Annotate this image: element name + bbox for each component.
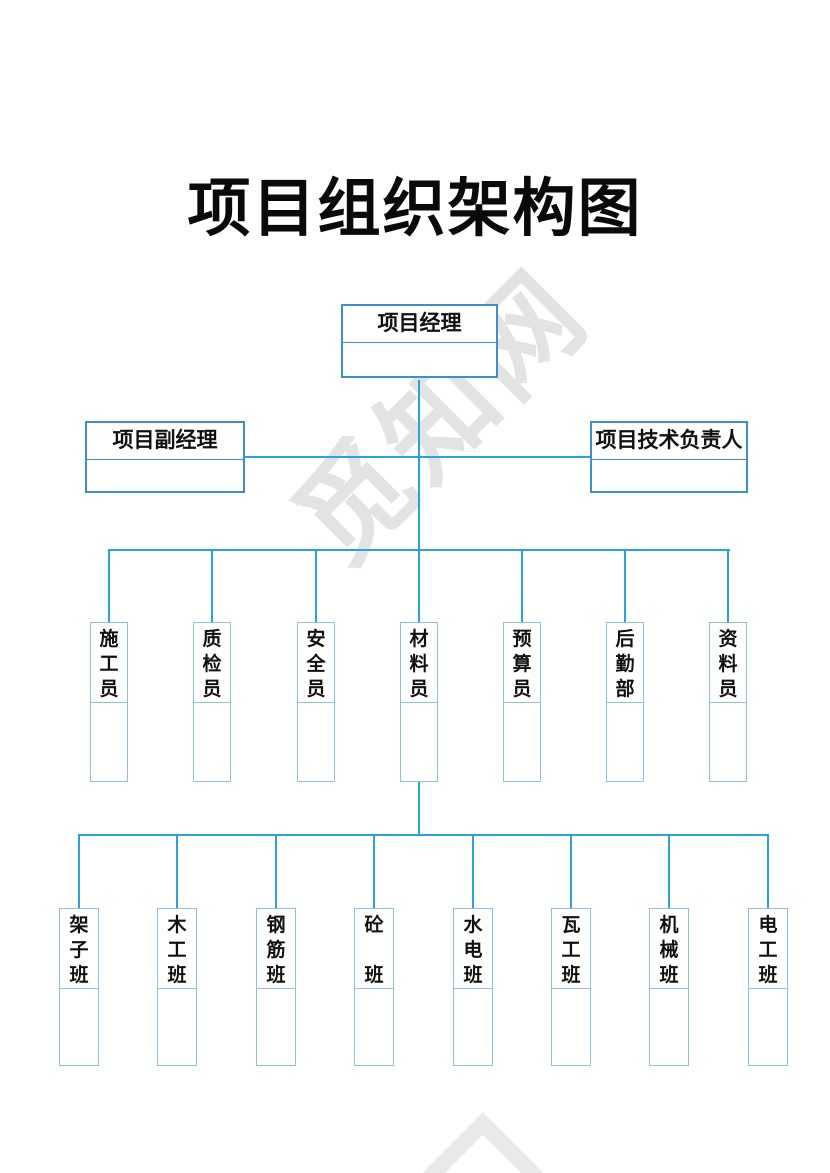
org-box-electrician-team: 电 工 班 [748,908,788,1066]
org-box-label: 木 工 班 [158,909,196,989]
org-box-empty-cell [749,989,787,1065]
org-box-empty-cell [710,703,746,781]
org-box-empty-cell [87,460,243,491]
connector-level4-horizontal [78,834,769,836]
org-box-masonry-team: 瓦 工 班 [551,908,591,1066]
org-box-label: 施 工 员 [91,623,127,703]
org-box-empty-cell [552,989,590,1065]
org-box-empty-cell [194,703,230,781]
connector-drop-level3-document-clerk [727,550,729,622]
connector-drop-level3-construction-worker [108,550,110,622]
connector-drop-level3-quality-inspector [211,550,213,622]
org-box-label: 后 勤 部 [607,623,643,703]
org-box-concrete-team: 砼 班 [354,908,394,1066]
org-box-label: 质 检 员 [194,623,230,703]
org-box-logistics-dept: 后 勤 部 [606,622,644,782]
org-box-label: 项目技术负责人 [592,423,746,460]
org-box-machinery-team: 机 械 班 [649,908,689,1066]
org-box-construction-worker: 施 工 员 [90,622,128,782]
org-box-budget-officer: 预 算 员 [503,622,541,782]
connector-drop-level4-plumbing-electric-team [472,835,474,908]
org-box-label: 项目副经理 [87,423,243,460]
org-box-carpentry-team: 木 工 班 [157,908,197,1066]
org-box-label: 钢 筋 班 [257,909,295,989]
org-box-empty-cell [454,989,492,1065]
connector-drop-level4-scaffold-team [78,835,80,908]
org-box-label: 机 械 班 [650,909,688,989]
connector-drop-level3-logistics-dept [624,550,626,622]
page-title: 项目组织架构图 [187,174,643,244]
connector-drop-level3-material-clerk [418,550,420,622]
watermark-text: 觅知网 [272,248,611,587]
org-box-empty-cell [650,989,688,1065]
org-box-empty-cell [298,703,334,781]
connector-material-vertical [418,782,420,836]
org-box-label: 水 电 班 [454,909,492,989]
org-box-label: 安 全 员 [298,623,334,703]
org-box-rebar-team: 钢 筋 班 [256,908,296,1066]
org-box-label: 架 子 班 [60,909,98,989]
org-box-empty-cell [355,989,393,1065]
org-box-label: 项目经理 [343,306,496,343]
connector-drop-level4-concrete-team [373,835,375,908]
org-box-project-manager: 项目经理 [341,304,498,378]
connector-drop-level3-budget-officer [521,550,523,622]
org-box-empty-cell [607,703,643,781]
org-box-empty-cell [91,703,127,781]
org-box-deputy-project-manager: 项目副经理 [85,421,245,493]
org-box-material-clerk: 材 料 员 [400,622,438,782]
connector-drop-level4-rebar-team [275,835,277,908]
org-box-empty-cell [60,989,98,1065]
connector-drop-level3-safety-officer [315,550,317,622]
org-box-safety-officer: 安 全 员 [297,622,335,782]
org-box-label: 瓦 工 班 [552,909,590,989]
org-box-empty-cell [401,703,437,781]
org-box-label: 资 料 员 [710,623,746,703]
org-box-label: 砼 班 [355,909,393,989]
connector-drop-level4-masonry-team [570,835,572,908]
org-box-empty-cell [504,703,540,781]
org-box-empty-cell [158,989,196,1065]
org-box-empty-cell [257,989,295,1065]
connector-drop-level4-electrician-team [767,835,769,908]
org-box-label: 预 算 员 [504,623,540,703]
connector-drop-level4-carpentry-team [176,835,178,908]
connector-level2-horizontal [245,456,590,458]
org-box-label: 电 工 班 [749,909,787,989]
org-box-scaffold-team: 架 子 班 [59,908,99,1066]
org-box-quality-inspector: 质 检 员 [193,622,231,782]
org-box-document-clerk: 资 料 员 [709,622,747,782]
org-box-plumbing-electric-team: 水 电 班 [453,908,493,1066]
org-box-empty-cell [343,343,496,376]
org-box-technical-director: 项目技术负责人 [590,421,748,493]
connector-manager-vertical [418,380,420,550]
org-box-label: 材 料 员 [401,623,437,703]
watermark-corner-mark [412,1112,554,1173]
org-box-empty-cell [592,460,746,491]
connector-drop-level4-machinery-team [668,835,670,908]
